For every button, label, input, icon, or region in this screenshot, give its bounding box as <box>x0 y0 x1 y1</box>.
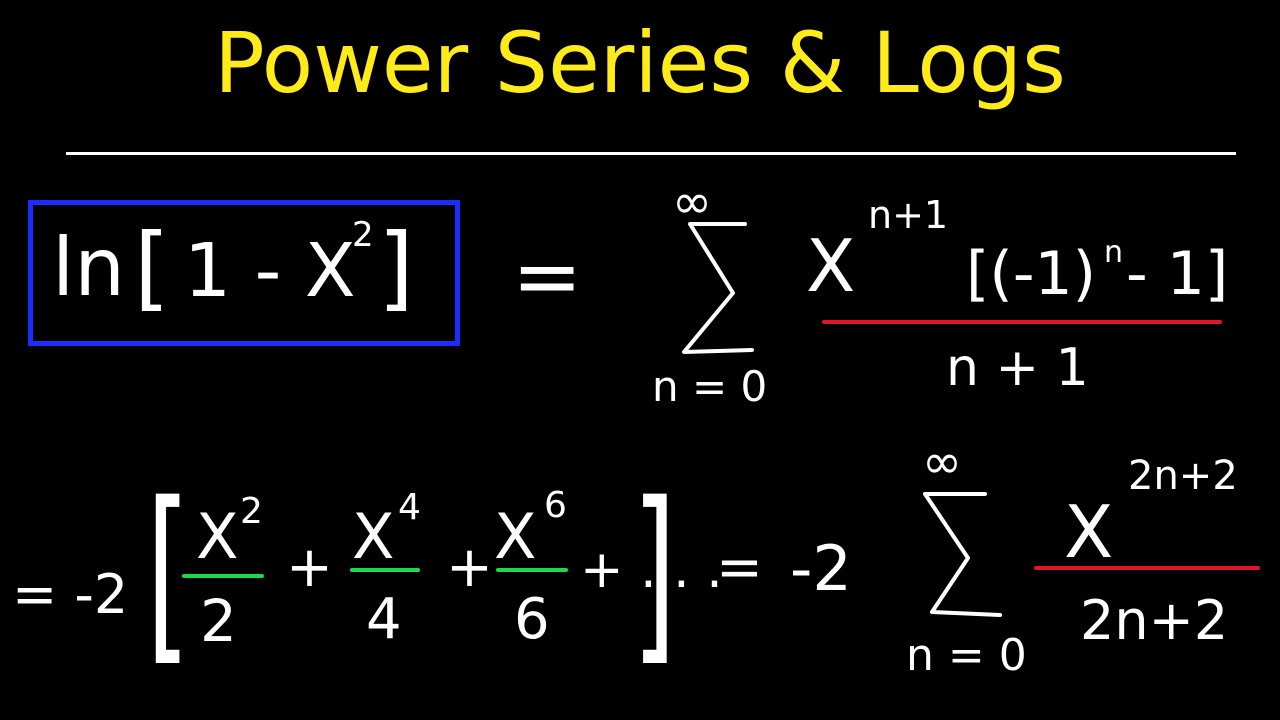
numerator-x: X <box>806 224 856 308</box>
x-exponent: 2 <box>352 215 374 255</box>
term3-exponent: 6 <box>544 485 567 526</box>
sigma-lower-limit: n = 0 <box>652 362 768 411</box>
sum-denominator: 2n+2 <box>1080 589 1229 652</box>
large-left-bracket: [ <box>146 462 191 683</box>
sum-numerator-exponent: 2n+2 <box>1128 453 1238 499</box>
plus-sign-2: + <box>446 535 493 600</box>
sigma2-upper-limit: ∞ <box>922 434 962 490</box>
ellipsis: + . . . <box>580 540 723 600</box>
leading-coefficient: = -2 <box>12 563 129 626</box>
term3-fraction-line <box>496 568 568 572</box>
sigma2-lower-limit: n = 0 <box>906 630 1027 681</box>
term1-fraction-line <box>182 574 264 578</box>
denominator: n + 1 <box>946 338 1089 398</box>
equals-sign: = <box>512 227 583 325</box>
bracket-term: [(-1) <box>966 239 1097 309</box>
bracket-tail: - 1] <box>1126 239 1229 309</box>
fraction-line-red <box>822 320 1222 324</box>
term2-fraction-line <box>350 568 420 572</box>
sum-coefficient: -2 <box>790 532 852 605</box>
term1-exponent: 2 <box>240 491 263 532</box>
term3-numerator: X <box>494 500 537 573</box>
numerator-exponent: n+1 <box>868 193 949 237</box>
large-right-bracket: ] <box>632 462 677 683</box>
title-divider <box>66 152 1236 155</box>
sum-fraction-line-red <box>1034 566 1260 570</box>
left-bracket: [ <box>134 214 170 321</box>
ln-symbol: ln <box>52 221 125 314</box>
term2-numerator: X <box>352 500 395 573</box>
sum-numerator-x: X <box>1064 490 1114 574</box>
term2-exponent: 4 <box>398 487 421 528</box>
term2-denominator: 4 <box>366 587 402 652</box>
sigma-upper-limit: ∞ <box>672 174 712 230</box>
plus-sign-1: + <box>286 535 333 600</box>
bracket-exponent: n <box>1104 235 1124 270</box>
highlight-box <box>28 200 460 346</box>
equals-sign-2: = <box>716 535 763 600</box>
one-minus-x: 1 - X <box>184 228 356 314</box>
page-title: Power Series & Logs <box>214 14 1066 112</box>
right-bracket: ] <box>378 214 414 321</box>
term1-numerator: X <box>196 500 239 573</box>
term3-denominator: 6 <box>514 587 550 652</box>
term1-denominator: 2 <box>200 587 237 655</box>
